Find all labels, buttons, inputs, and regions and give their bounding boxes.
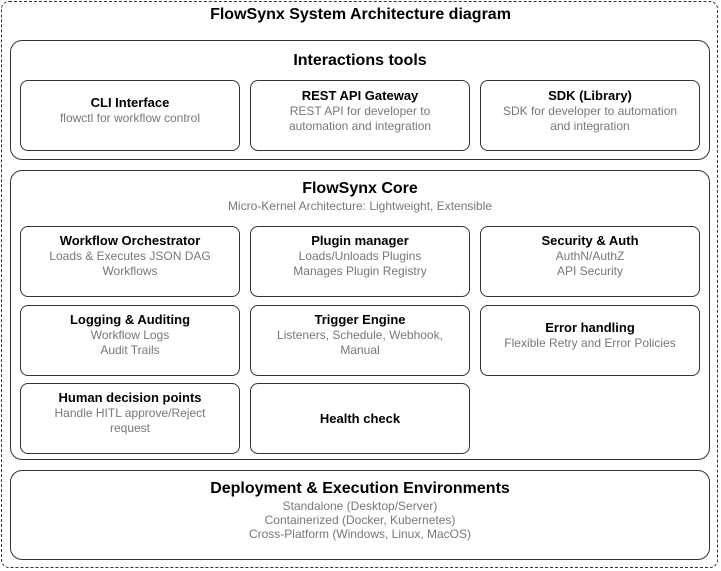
box-name: Workflow Orchestrator xyxy=(59,233,201,248)
box-desc: Listeners, Schedule, Webhook, Manual xyxy=(277,328,443,357)
security-auth-box: Security & Auth AuthN/AuthZ API Security xyxy=(480,226,700,297)
box-name: Plugin manager xyxy=(311,233,409,248)
box-name: Security & Auth xyxy=(541,233,639,248)
environment-standalone: Standalone (Desktop/Server) xyxy=(282,499,438,513)
box-name: SDK (Library) xyxy=(548,88,632,103)
interactions-section: Interactions tools CLI Interface flowctl… xyxy=(10,40,710,160)
plugin-manager-box: Plugin manager Loads/Unloads Plugins Man… xyxy=(250,226,470,297)
box-name: Trigger Engine xyxy=(314,312,406,327)
logging-auditing-box: Logging & Auditing Workflow Logs Audit T… xyxy=(20,305,240,376)
box-desc-line-1: AuthN/AuthZ xyxy=(555,249,625,263)
box-name: Logging & Auditing xyxy=(69,312,191,327)
environment-containerized: Containerized (Docker, Kubernetes) xyxy=(264,513,456,527)
box-name: CLI Interface xyxy=(90,95,170,110)
box-desc-line-2: API Security xyxy=(556,264,624,278)
sdk-library-box: SDK (Library) SDK for developer to autom… xyxy=(480,80,700,151)
box-desc-line-2: Manages Plugin Registry xyxy=(293,264,427,278)
diagram-title: FlowSynx System Architecture diagram xyxy=(210,6,511,23)
core-title: FlowSynx Core xyxy=(302,180,418,197)
box-desc-line-2: Audit Trails xyxy=(100,343,160,357)
box-name: Health check xyxy=(319,410,401,426)
box-desc-line-1: Workflow Logs xyxy=(90,328,170,342)
box-desc: Flexible Retry and Error Policies xyxy=(504,336,676,350)
human-decision-points-box: Human decision points Handle HITL approv… xyxy=(20,383,240,454)
trigger-engine-box: Trigger Engine Listeners, Schedule, Webh… xyxy=(250,305,470,376)
box-desc: Loads & Executes JSON DAG Workflows xyxy=(49,249,211,278)
environment-cross-platform: Cross-Platform (Windows, Linux, MacOS) xyxy=(248,527,472,541)
box-name: REST API Gateway xyxy=(301,88,419,103)
health-check-box: Health check xyxy=(250,383,470,454)
box-name: Human decision points xyxy=(58,390,202,405)
rest-api-gateway-box: REST API Gateway REST API for developer … xyxy=(250,80,470,151)
box-name: Error handling xyxy=(545,320,635,335)
workflow-orchestrator-box: Workflow Orchestrator Loads & Executes J… xyxy=(20,226,240,297)
core-section: FlowSynx Core Micro-Kernel Architecture:… xyxy=(10,170,710,460)
box-desc: SDK for developer to automation and inte… xyxy=(502,104,678,133)
deployment-section: Deployment & Execution Environments Stan… xyxy=(10,470,710,560)
box-desc: flowctl for workflow control xyxy=(59,111,201,125)
box-desc-line-1: Loads/Unloads Plugins xyxy=(298,249,422,263)
cli-interface-box: CLI Interface flowctl for workflow contr… xyxy=(20,80,240,151)
interactions-title: Interactions tools xyxy=(293,52,427,69)
deployment-environments: Standalone (Desktop/Server) Containerize… xyxy=(11,499,709,541)
box-desc: REST API for developer to automation and… xyxy=(288,104,432,133)
error-handling-box: Error handling Flexible Retry and Error … xyxy=(480,305,700,376)
box-desc: Handle HITL approve/Reject request xyxy=(54,406,206,435)
core-subtitle: Micro-Kernel Architecture: Lightweight, … xyxy=(227,199,493,213)
deployment-title: Deployment & Execution Environments xyxy=(210,480,510,497)
